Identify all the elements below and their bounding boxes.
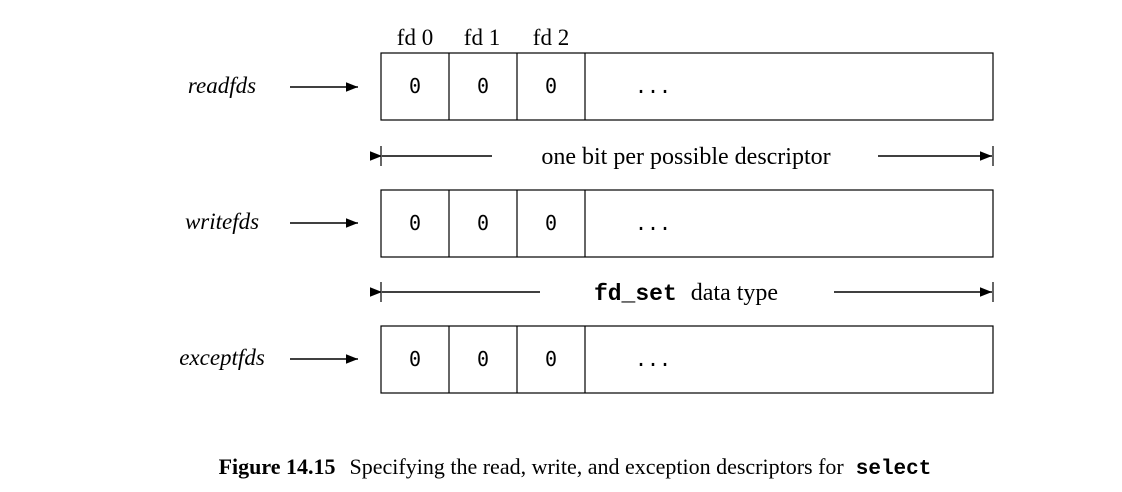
span2-code: fd_set bbox=[594, 281, 677, 307]
readfds-bit-array bbox=[380, 52, 994, 121]
exceptfds-ellipsis: ... bbox=[635, 347, 671, 371]
writefds-bit-array bbox=[380, 189, 994, 258]
figure-number: Figure 14.15 bbox=[219, 454, 336, 479]
writefds-bit-fd2: 0 bbox=[545, 211, 557, 235]
column-header-fd0: fd 0 bbox=[397, 25, 433, 50]
exceptfds-bit-fd0: 0 bbox=[409, 347, 421, 371]
readfds-label: readfds bbox=[188, 73, 256, 98]
caption-text: Specifying the read, write, and exceptio… bbox=[350, 454, 845, 479]
exceptfds-label: exceptfds bbox=[179, 345, 265, 370]
exceptfds-row: exceptfds 0 0 0 ... bbox=[179, 325, 994, 394]
span-one-bit-per-descriptor: one bit per possible descriptor bbox=[370, 144, 994, 170]
span1-text: one bit per possible descriptor bbox=[541, 144, 830, 170]
span2-label: data type bbox=[691, 280, 778, 306]
writefds-bit-fd0: 0 bbox=[409, 211, 421, 235]
exceptfds-bit-array bbox=[380, 325, 994, 394]
readfds-ellipsis: ... bbox=[635, 74, 671, 98]
caption-code: select bbox=[856, 458, 932, 481]
column-header-fd2: fd 2 bbox=[533, 25, 569, 50]
writefds-ellipsis: ... bbox=[635, 211, 671, 235]
writefds-bit-fd1: 0 bbox=[477, 211, 489, 235]
span2-text: fd_set data type bbox=[594, 280, 778, 307]
figure-caption: Figure 14.15 Specifying the read, write,… bbox=[219, 454, 932, 481]
exceptfds-bit-fd1: 0 bbox=[477, 347, 489, 371]
writefds-label: writefds bbox=[185, 209, 259, 234]
span-fd-set-data-type: fd_set data type bbox=[370, 280, 994, 307]
exceptfds-bit-fd2: 0 bbox=[545, 347, 557, 371]
readfds-row: readfds 0 0 0 ... bbox=[188, 52, 994, 121]
column-header-fd1: fd 1 bbox=[464, 25, 500, 50]
readfds-bit-fd2: 0 bbox=[545, 74, 557, 98]
readfds-bit-fd0: 0 bbox=[409, 74, 421, 98]
readfds-bit-fd1: 0 bbox=[477, 74, 489, 98]
writefds-row: writefds 0 0 0 ... bbox=[185, 189, 994, 258]
